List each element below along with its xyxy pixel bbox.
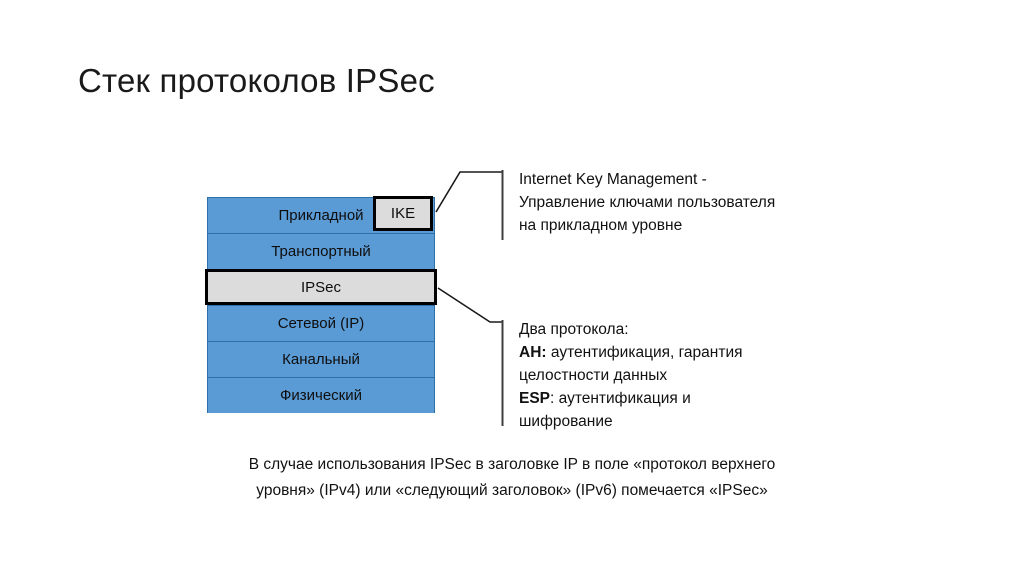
stack-layer-label: Прикладной	[278, 207, 364, 224]
annotation-protocols-ah-line-2: целостности данных	[519, 367, 668, 384]
stack-layer-label: Канальный	[282, 351, 360, 368]
stack-layer-network: Сетевой (IP)	[207, 305, 435, 341]
caption-block: В случае использования IPSec в заголовке…	[0, 452, 1024, 504]
ike-box-label: IKE	[390, 205, 416, 222]
stack-layer-label: IPSec	[300, 278, 342, 296]
annotation-protocols-esp-line: ESP: аутентификация и	[519, 387, 743, 410]
protocols-leader-path	[437, 287, 502, 323]
stack-layer-physical: Физический	[207, 377, 435, 413]
annotation-ike-line-3: на прикладном уровне	[519, 217, 683, 234]
caption-line-2: уровня» (IPv4) или «следующий заголовок»…	[256, 482, 768, 499]
stack-layer-label: Физический	[279, 387, 363, 404]
esp-label: ESP	[519, 390, 551, 407]
annotation-ike: Internet Key Management - Управление клю…	[519, 168, 775, 237]
caption-line-1: В случае использования IPSec в заголовке…	[248, 456, 776, 473]
stack-layer-transport: Транспортный	[207, 233, 435, 269]
page-title: Стек протоколов IPSec	[78, 62, 435, 99]
stack-layer-label: Транспортный	[271, 243, 371, 260]
ike-box: IKE	[373, 196, 433, 231]
stack-layer-datalink: Канальный	[207, 341, 435, 377]
annotation-ike-line-2: Управление ключами пользователя	[519, 194, 776, 211]
annotation-protocols-esp-line-2: шифрование	[519, 413, 613, 430]
annotation-ike-line-1: Internet Key Management -	[519, 171, 707, 188]
protocol-stack: Прикладной Транспортный Сетевой (IP) Кан…	[205, 197, 437, 413]
stack-layer-label: Сетевой (IP)	[277, 315, 365, 332]
annotation-protocols: Два протокола: AH: аутентификация, гаран…	[519, 318, 743, 433]
esp-text: : аутентификация и	[550, 390, 691, 407]
annotation-protocols-ah-line: AH: аутентификация, гарантия	[519, 341, 743, 364]
annotation-protocols-heading: Два протокола:	[519, 321, 629, 338]
stack-layer-ipsec-highlight: IPSec	[205, 269, 437, 305]
ah-text: аутентификация, гарантия	[546, 344, 743, 361]
ah-label: AH:	[519, 344, 547, 361]
ike-leader-path	[435, 171, 502, 213]
